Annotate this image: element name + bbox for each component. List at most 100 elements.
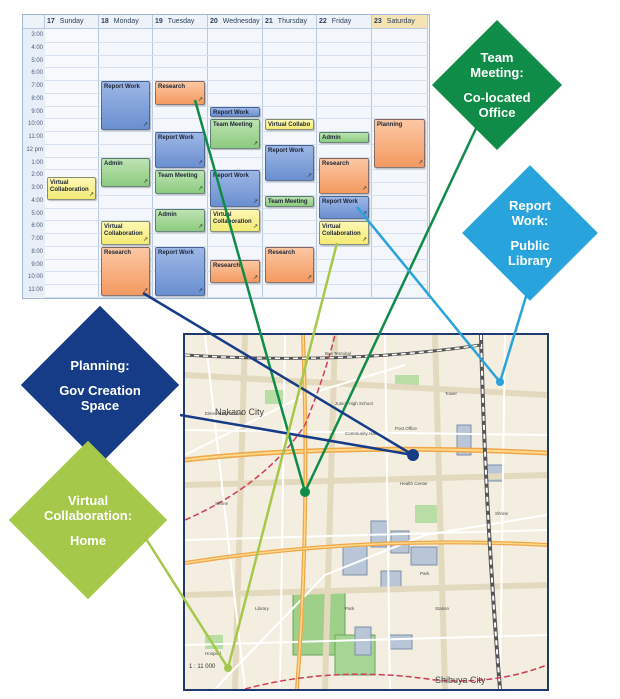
resize-corner-icon[interactable]: ↗ <box>417 160 423 167</box>
resize-corner-icon[interactable]: ↗ <box>197 185 203 192</box>
hour-gridline <box>45 92 428 94</box>
resize-corner-icon[interactable]: ↗ <box>361 185 367 192</box>
calendar-event[interactable]: Team Meeting ↗ <box>210 119 260 150</box>
resize-corner-icon[interactable]: ↗ <box>306 173 312 179</box>
svg-text:Park: Park <box>345 606 355 611</box>
resize-corner-icon[interactable]: ↗ <box>252 224 258 230</box>
calendar-event[interactable]: Report Work ↗ <box>210 170 260 207</box>
calendar-event[interactable]: Virtual Collaboration↗ <box>210 208 260 232</box>
calendar-event[interactable]: Report Work ↗ <box>101 81 150 130</box>
svg-text:Junior High School: Junior High School <box>335 401 373 406</box>
day-number: 20 <box>210 18 218 25</box>
resize-corner-icon[interactable]: ↗ <box>197 287 203 294</box>
report-work-line2: Work: <box>511 213 549 228</box>
calendar-event[interactable]: Research ↗ <box>155 81 205 105</box>
calendar-event[interactable]: Virtual Collaboration↗ <box>101 221 150 245</box>
calendar-event[interactable]: Virtual Collabo <box>265 119 314 130</box>
calendar-event[interactable]: Admin <box>319 132 369 143</box>
resize-corner-icon[interactable]: ↗ <box>88 192 94 199</box>
event-label: Team Meeting <box>213 122 253 129</box>
event-label: Report Work <box>104 84 140 90</box>
resize-corner-icon[interactable]: ↗ <box>142 122 148 128</box>
svg-text:Hospital: Hospital <box>205 651 221 656</box>
calendar-event[interactable]: Admin↗ <box>101 157 150 188</box>
resize-corner-icon[interactable]: ↗ <box>361 211 367 218</box>
event-label: Research <box>104 249 132 256</box>
resize-corner-icon[interactable]: ↗ <box>252 275 258 281</box>
day-column-monday[interactable] <box>99 29 153 297</box>
day-number: 21 <box>265 18 273 25</box>
report-work-line1: Report <box>509 198 551 213</box>
time-label: 10:00 <box>27 121 43 128</box>
calendar-event[interactable]: Report Work↗ <box>265 144 314 181</box>
team-meeting-line4: Office <box>478 105 516 120</box>
calendar-event[interactable]: Report Work ↗ <box>155 246 205 296</box>
resize-corner-icon[interactable]: ↗ <box>197 224 203 230</box>
map-graphic: Bus Terminal Junior High School Communit… <box>185 335 547 689</box>
resize-corner-icon[interactable]: ↗ <box>306 275 312 281</box>
planning-diamond: Planning: Gov Creation Space <box>20 305 180 465</box>
map-label-shibuya: Shibuya City <box>435 675 486 685</box>
event-label: Planning <box>377 122 403 129</box>
event-label: Report Work <box>213 173 249 180</box>
calendar-event[interactable]: Report Work↗ <box>319 195 369 220</box>
virtual-collaboration-diamond: Virtual Collaboration: Home <box>8 440 168 600</box>
calendar-event[interactable]: Research↗ <box>210 259 260 283</box>
event-label: Report Work <box>158 249 194 256</box>
calendar-event[interactable]: Virtual Collaboration↗ <box>319 221 369 245</box>
time-label: 4:00 <box>31 44 43 51</box>
hour-gridline <box>45 54 428 56</box>
svg-text:Station: Station <box>435 606 450 611</box>
time-label: 7:00 <box>31 236 43 242</box>
resize-corner-icon[interactable]: ↗ <box>142 287 148 294</box>
day-column-wednesday[interactable] <box>208 29 263 297</box>
planning-line3: Space <box>80 397 120 413</box>
event-label: Research <box>158 84 186 90</box>
calendar-corner <box>23 15 45 29</box>
resize-corner-icon[interactable]: ↗ <box>197 160 203 167</box>
calendar-event[interactable]: Research ↗ <box>265 246 314 283</box>
time-label: 3:00 <box>31 32 43 38</box>
calendar-event[interactable]: Admin↗ <box>155 208 205 232</box>
calendar-event[interactable]: Team Meeting↗ <box>155 170 205 194</box>
event-label: Virtual Collaboration <box>50 179 89 193</box>
map-scale-label: 1 : 11 000 <box>189 664 216 670</box>
svg-text:Shrine: Shrine <box>215 501 229 506</box>
event-label: Team Meeting <box>268 198 308 205</box>
time-label: 5:00 <box>31 57 43 64</box>
calendar-event[interactable]: Report Work↗ <box>155 132 205 169</box>
time-label: 12 pm <box>26 146 43 153</box>
time-label: 10:00 <box>27 274 43 281</box>
day-name: Sunday <box>59 18 84 25</box>
calendar-event[interactable]: Virtual Collaboration↗ <box>47 176 96 201</box>
team-meeting-line1: Team <box>480 50 514 65</box>
calendar-event[interactable]: Team Meeting <box>265 195 314 207</box>
day-number: 22 <box>319 18 327 25</box>
resize-corner-icon[interactable]: ↗ <box>361 236 367 243</box>
calendar-event[interactable]: Research ↗ <box>319 157 369 194</box>
resize-corner-icon[interactable]: ↗ <box>142 179 148 186</box>
resize-corner-icon[interactable]: ↗ <box>142 236 148 243</box>
event-label: Research <box>322 160 350 167</box>
resize-corner-icon[interactable]: ↗ <box>197 96 203 103</box>
calendar-event[interactable]: Planning ↗ <box>374 119 425 169</box>
resize-corner-icon[interactable]: ↗ <box>252 141 258 148</box>
calendar-event[interactable]: Research ↗ <box>101 246 150 296</box>
hour-gridline <box>45 41 428 43</box>
event-label: Virtual Collabo <box>268 122 311 129</box>
resize-corner-icon[interactable]: ↗ <box>252 198 258 205</box>
event-label: Research <box>268 249 296 256</box>
time-label: 3:00 <box>31 185 43 191</box>
time-label: 9:00 <box>31 261 43 268</box>
time-label: 7:00 <box>31 83 43 89</box>
calendar-event[interactable]: Report Work <box>210 106 260 118</box>
day-column-sunday[interactable] <box>45 29 99 297</box>
